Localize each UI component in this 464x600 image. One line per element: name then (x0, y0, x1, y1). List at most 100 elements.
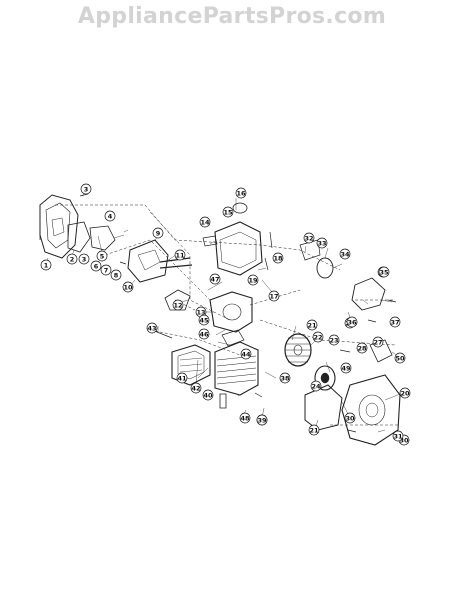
callout-circle (235, 187, 247, 199)
callout-number: 31 (393, 432, 403, 440)
callout-c43: 43 (146, 322, 158, 334)
callout-c10: 10 (122, 281, 134, 293)
callout-circle (190, 382, 202, 394)
callout-circle (312, 331, 324, 343)
callout-circle (78, 253, 90, 265)
callout-circle (199, 216, 211, 228)
callout-c39: 39 (256, 414, 268, 426)
callout-circle (346, 316, 358, 328)
callout-number: 15 (223, 208, 233, 216)
callout-circle (303, 232, 315, 244)
callout-number: 43 (147, 324, 156, 332)
callout-number: 42 (191, 384, 200, 392)
carburetor (127, 239, 169, 283)
fuel-cap (232, 202, 248, 214)
callout-circle (268, 290, 280, 302)
callout-circle (372, 336, 384, 348)
callout-circle (176, 372, 188, 384)
muffler (89, 225, 116, 251)
callout-number: 5 (100, 252, 105, 260)
callout-number: 47 (210, 275, 219, 283)
muffler-cover (67, 221, 91, 253)
callout-circle (247, 274, 259, 286)
callout-c21b: 21 (308, 424, 320, 436)
callout-circle (306, 319, 318, 331)
callout-c16: 16 (235, 187, 247, 199)
callout-number: 11 (175, 251, 185, 259)
callout-c45: 45 (198, 314, 210, 326)
callout-c19: 19 (247, 274, 259, 286)
callout-c28: 28 (356, 342, 368, 354)
callout-c33: 33 (316, 237, 328, 249)
callout-c12: 12 (172, 299, 184, 311)
callout-number: 32 (304, 234, 313, 242)
callout-number: 27 (373, 338, 382, 346)
callout-c34: 34 (339, 248, 351, 260)
callout-circle (394, 352, 406, 364)
callout-c36: 36 (346, 316, 358, 328)
callout-c27: 27 (372, 336, 384, 348)
callout-circle (174, 249, 186, 261)
callout-circle (316, 237, 328, 249)
callout-number: 18 (273, 254, 283, 262)
callout-circle (328, 334, 340, 346)
callout-c23: 23 (328, 334, 340, 346)
callout-c3b: 3 (78, 253, 90, 265)
callout-number: 39 (257, 416, 267, 424)
callout-circle (240, 348, 252, 360)
callout-circle (202, 389, 214, 401)
fuel-line (159, 257, 191, 263)
callout-c42: 42 (190, 382, 202, 394)
callout-c20: 20 (399, 387, 411, 399)
callout-circle (152, 227, 164, 239)
callout-circle (80, 183, 92, 195)
callout-circle (172, 299, 184, 311)
callout-number: 2 (70, 255, 75, 263)
callout-c40: 40 (202, 389, 214, 401)
air-filter-housing (171, 344, 211, 386)
callout-circle (146, 322, 158, 334)
callout-circle (110, 269, 122, 281)
callout-circle (392, 430, 404, 442)
gasket (164, 289, 191, 311)
callout-circle (279, 372, 291, 384)
callout-number: 36 (347, 318, 357, 326)
callout-c14: 14 (199, 216, 211, 228)
callout-number: 16 (236, 189, 246, 197)
callout-number: 44 (241, 350, 251, 358)
callout-number: 22 (313, 333, 322, 341)
callout-number: 24 (311, 382, 321, 390)
callout-c17: 17 (268, 290, 280, 302)
callout-circle (399, 387, 411, 399)
callout-c18: 18 (272, 252, 284, 264)
callout-circle (339, 248, 351, 260)
callout-circle (378, 266, 390, 278)
callout-leader-lines (45, 191, 401, 433)
callout-circle (198, 328, 210, 340)
callout-number: 4 (108, 212, 113, 220)
callout-c38: 38 (279, 372, 291, 384)
callout-c30b: 30 (344, 412, 356, 424)
fuel-filter (202, 235, 218, 247)
callout-number: 3 (82, 255, 87, 263)
callout-c7: 7 (100, 264, 112, 276)
callout-number: 50 (395, 354, 405, 362)
callout-number: 30 (345, 414, 355, 422)
callout-number: 13 (196, 308, 205, 316)
callout-circle (90, 260, 102, 272)
spark-plug (219, 393, 227, 409)
recoil-bracket (351, 277, 386, 311)
callout-circle (222, 206, 234, 218)
callout-c46: 46 (198, 328, 210, 340)
clutch-drum (314, 365, 336, 391)
callout-c32: 32 (303, 232, 315, 244)
callout-number: 35 (379, 268, 389, 276)
callout-number: 8 (114, 271, 119, 279)
callout-c6: 6 (90, 260, 102, 272)
callout-number: 10 (123, 283, 133, 291)
callout-c24: 24 (310, 380, 322, 392)
callout-circle (308, 424, 320, 436)
callout-circle (122, 281, 134, 293)
callout-number: 20 (400, 389, 410, 397)
